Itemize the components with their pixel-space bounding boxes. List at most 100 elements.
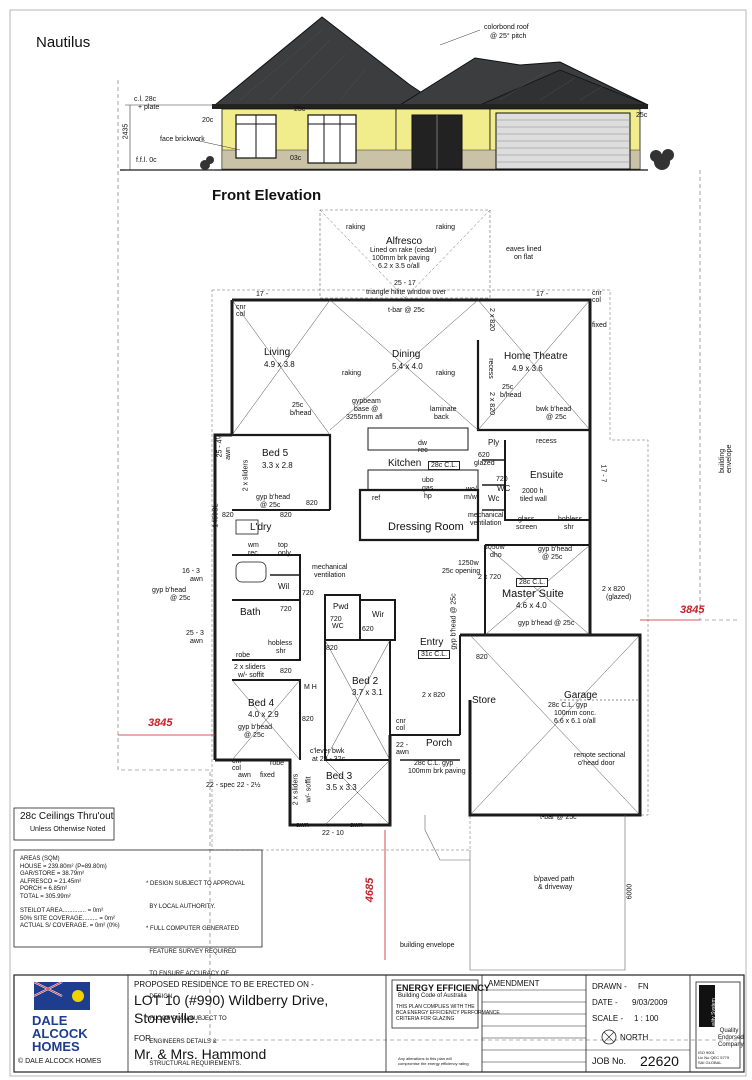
door-820-hall: 820 (326, 645, 338, 652)
note-gypbeam-2: base @ (354, 406, 379, 413)
energy-title: ENERGY EFFICIENCY (396, 983, 490, 993)
quality-system: Quality System (710, 998, 717, 1032)
cnr-1: cnr (236, 304, 246, 311)
date-label: DATE - (592, 998, 618, 1007)
company-name-1: DALE (32, 1013, 68, 1028)
room-store: Store (472, 695, 496, 706)
room-entry: Entry (420, 637, 444, 648)
col-4: col (232, 765, 241, 772)
quality-7: SAI GLOBAL (698, 1060, 722, 1065)
note-dho: 1050w (484, 544, 505, 551)
bed5-gypbhead-25: @ 25c (260, 502, 281, 509)
note-raking-3: raking (342, 370, 362, 377)
note-triangle-window: triangle hilite window over (366, 289, 447, 296)
kitchen-gas: gas (422, 485, 434, 492)
dim-3845-left: 3845 (148, 717, 173, 729)
drawn-value: FN (638, 982, 649, 991)
job-label: JOB No. (592, 1056, 627, 1066)
kitchen-ceiling: 28c C.L. (428, 461, 461, 470)
bed5-gypbhead: gyp b'head (256, 494, 291, 501)
dim-22-spec: 22 - spec 22 - 2½ (206, 782, 261, 789)
master-ceiling: 28c C.L. (516, 578, 549, 587)
manhole: M H (304, 684, 317, 691)
room-bed-5: Bed 5 (262, 448, 289, 459)
kitchen-ubo: ubo (422, 477, 434, 484)
room-wc-1: WC (497, 484, 511, 493)
sliders-3: 2 x sliders (234, 664, 266, 671)
kitchen-mw: m/w (464, 494, 477, 501)
areas-row-porch: PORCH = 6.85m² (20, 886, 68, 892)
dim-17-7: 17 - 7 (599, 464, 607, 483)
room-wc-2: Wc (488, 494, 500, 503)
title-block (13, 974, 745, 1073)
kitchen-hp: hp (424, 493, 432, 500)
note-laminate-2: back (434, 414, 449, 421)
dim-22-10: 22 - 10 (322, 830, 344, 837)
note-mech-4: ventilation (314, 572, 346, 579)
areas-row-alfresco: ALFRESCO = 21.45m² (20, 878, 82, 885)
col-2: col (592, 297, 601, 304)
dim-22: 22 - (396, 742, 409, 749)
door-620-wir: 620 (362, 626, 374, 633)
note-hobless: hobless (558, 516, 583, 523)
note-opening-2: 25c opening (442, 568, 481, 575)
dim-6000: 6000 (626, 883, 634, 900)
dim-3845-right: 3845 (680, 604, 705, 616)
client-name: Mr. & Mrs. Hammond (134, 1046, 267, 1062)
note-gypbeam: gypbeam (352, 398, 381, 405)
quality-3: Endorsed (718, 1035, 744, 1041)
note-tbar: t-bar @ 25c (388, 307, 425, 314)
note-dho-2: dho (490, 552, 502, 559)
design-note-9: STRUCTURAL REQUIREMENTS. (146, 1061, 242, 1067)
suburb: Stoneville. (134, 1010, 199, 1026)
energy-note-3: CRITERIA FOR GLAZING (396, 1016, 455, 1022)
scale-value: 1 : 100 (634, 1014, 659, 1023)
fixed-2: fixed (260, 772, 275, 779)
note-envelope-2: building envelope (719, 444, 733, 473)
kitchen-rec: rec (418, 447, 428, 454)
door-820-bed5: 820 (306, 500, 318, 507)
proposed-label: PROPOSED RESIDENCE TO BE ERECTED ON - (134, 980, 314, 989)
room-kitchen: Kitchen (388, 458, 422, 469)
cnr-2: cnr (592, 290, 602, 297)
dim-1450sl: 1450SL (212, 503, 220, 528)
ceilings-box (13, 807, 115, 841)
porch-note-2: 100mm brk paving (408, 768, 466, 775)
ceilings-sub: Unless Otherwise Noted (30, 826, 106, 833)
sliders-2: 2 x sliders (292, 773, 300, 806)
note-hobless-3: hobless (268, 640, 293, 647)
laundry-top: top (278, 542, 288, 549)
door-720-bath: 720 (280, 606, 292, 613)
dim-17-b: 17 - (536, 291, 549, 298)
elev-03c: 03c (290, 155, 302, 162)
note-bwk-bhead: bwk b'head (536, 406, 572, 413)
scale-label: SCALE - (592, 1014, 624, 1023)
elev-cl: c.l. 28c (134, 96, 157, 103)
bed4-gypbhead: gyp b'head (238, 724, 273, 731)
note-mech-3: mechanical (312, 564, 348, 571)
dim-25-17: 25 - 17 (394, 280, 416, 287)
robe-1: robe (236, 652, 251, 659)
room-bath: Bath (240, 607, 261, 618)
elev-plate: + plate (138, 104, 160, 111)
kitchen-ref: ref (372, 495, 381, 502)
design-note-7: * FLOOR PLAN SUBJECT TO (146, 1016, 227, 1022)
bed4-gypbhead-25: @ 25c (244, 732, 265, 739)
lot-address: LOT 10 (#990) Wildberry Drive, (134, 992, 329, 1008)
door-glazed-label: glazed (474, 460, 495, 467)
awn-bed3-b: awn (350, 822, 363, 829)
room-pwd-wc: WC (332, 623, 344, 630)
dim-16-3: 16 - 3 (182, 568, 200, 575)
awn-1: awn (224, 447, 232, 460)
design-note-5: TO ENSURE ACCURACY OF (146, 971, 230, 977)
plan-name: Nautilus (36, 34, 91, 51)
door-2x820-theatre-a: 2 x 820 (487, 308, 495, 331)
note-opening: 1250w (458, 560, 479, 567)
door-820-laundry-a: 820 (222, 512, 234, 519)
bath-gypbhead: gyp b'head (152, 587, 187, 594)
sheet-border (9, 9, 747, 1077)
living-bhead: b/head (290, 410, 312, 417)
drawn-label: DRAWN - (592, 982, 627, 991)
door-720-pwd: 720 (330, 616, 342, 623)
bed2-size: 3.7 x 3.1 (352, 688, 383, 697)
